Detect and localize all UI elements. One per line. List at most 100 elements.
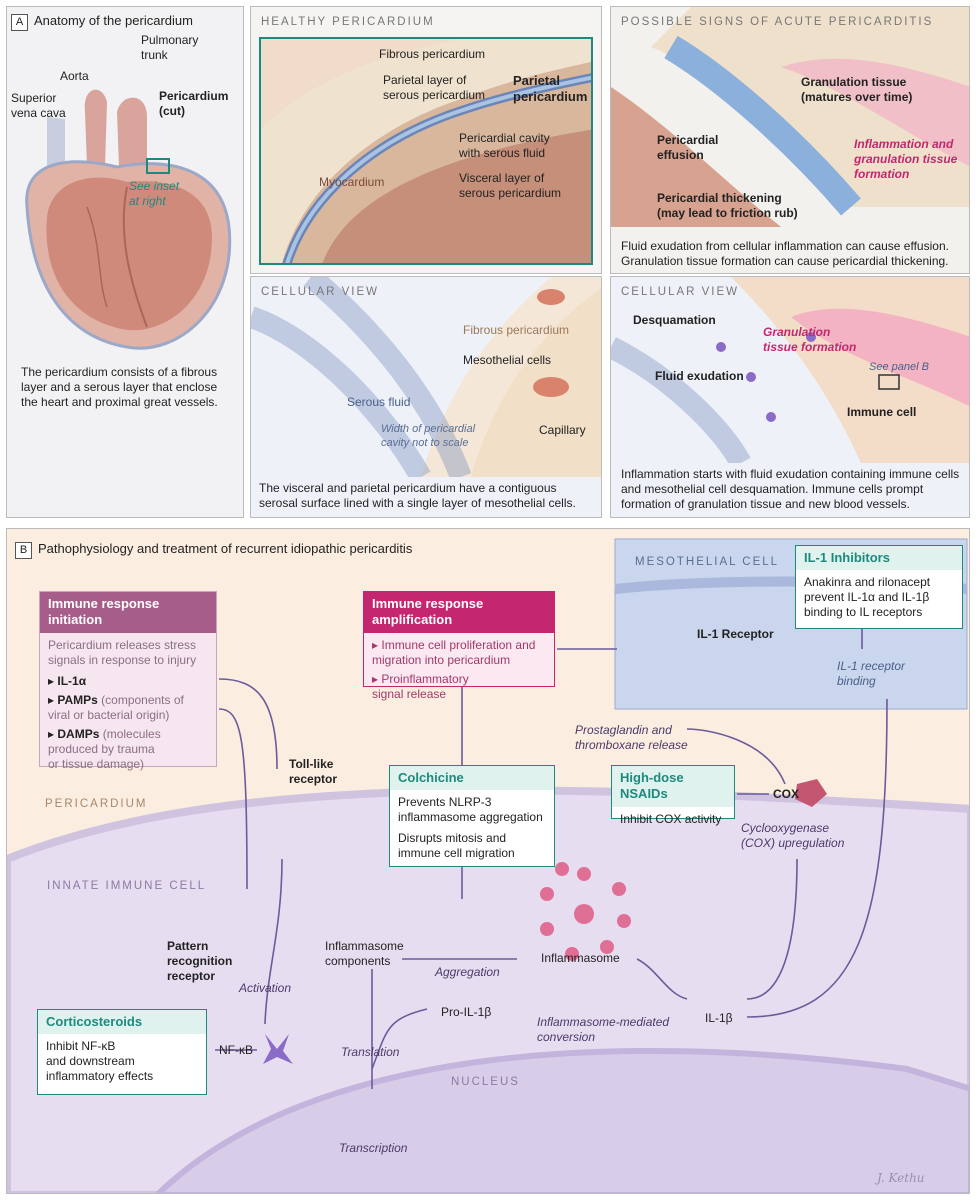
healthy-layers: [261, 39, 591, 263]
cellular-right-title: CELLULAR VIEW: [621, 286, 740, 298]
label-il1b: IL-1β: [705, 1011, 733, 1025]
panel-a: A Anatomy of the pericardium Superior ven…: [6, 6, 244, 518]
label-immune-cell: Immune cell: [847, 405, 917, 419]
corticosteroids-body: Inhibit NF-κB and downstream inflammator…: [46, 1039, 154, 1084]
healthy-title: HEALTHY PERICARDIUM: [261, 16, 435, 28]
label-fibrous-cell: Fibrous pericardium: [463, 323, 570, 337]
panel-letter: B: [15, 542, 32, 559]
label-activation: Activation: [239, 981, 292, 995]
acute-illustration: [611, 7, 969, 227]
initiation-header: Immune response initiation: [40, 592, 216, 633]
label-parietal-serous: Parietal layer of serous pericardium: [383, 73, 486, 102]
label-il1-binding: IL-1 receptor binding: [837, 659, 906, 688]
label-cox-upregulation: Cyclooxygenase (COX) upregulation: [741, 821, 845, 850]
label-transcription: Transcription: [339, 1141, 408, 1155]
label-prostaglandin: Prostaglandin and thromboxane release: [575, 723, 688, 752]
label-cox: COX: [773, 787, 800, 801]
label-nucleus: NUCLEUS: [451, 1076, 520, 1088]
initiation-item-name: DAMPs: [57, 726, 100, 741]
label-serous-fluid: Serous fluid: [347, 395, 411, 409]
label-prr: Pattern recognition receptor: [167, 939, 233, 983]
label-conversion: Inflammasome-mediated conversion: [537, 1015, 670, 1044]
healthy-inset: [259, 37, 593, 265]
cellular-right-caption: Inflammation starts with fluid exudation…: [621, 467, 960, 511]
label-desquamation: Desquamation: [633, 313, 716, 327]
label-innate-immune-cell: INNATE IMMUNE CELL: [47, 880, 207, 892]
panel-b-title: B Pathophysiology and treatment of recurr…: [15, 541, 412, 559]
amplification-item-text: Proinflammatory signal release: [372, 671, 469, 701]
panel-b-illustration: [7, 538, 969, 1193]
nsaids-box: High-dose NSAIDs Inhibit COX activity: [611, 765, 735, 826]
label-effusion: Pericardial effusion: [657, 133, 719, 162]
initiation-box: Immune response initiation Pericardium r…: [39, 591, 217, 771]
label-visceral: Visceral layer of serous pericardium: [459, 171, 562, 200]
panel-healthy: HEALTHY PERICARDIUM Fibrous pericardium …: [250, 6, 602, 274]
label-aorta: Aorta: [60, 69, 89, 83]
label-pericardium-cut: Pericardium (cut): [159, 89, 229, 118]
label-granulation-formation: Granulation tissue formation: [763, 325, 857, 354]
label-il1-receptor: IL-1 Receptor: [697, 627, 774, 641]
amplification-box: Immune response amplification ▸ Immune c…: [363, 591, 555, 701]
colchicine-box: Colchicine Prevents NLRP-3 inflammasome …: [389, 765, 555, 867]
initiation-intro: Pericardium releases stress signals in r…: [48, 637, 197, 667]
label-thickening: Pericardial thickening (may lead to fric…: [657, 191, 798, 220]
cellular-right-illustration: [611, 277, 969, 463]
panel-cellular-left: CELLULAR VIEW Fibrous pericardium Mesoth…: [250, 276, 602, 518]
initiation-item-desc: (components of viral or bacterial origin…: [48, 692, 184, 722]
label-aggregation: Aggregation: [435, 965, 500, 979]
label-nfkb: NF-κB: [219, 1043, 253, 1057]
cellular-left-title: CELLULAR VIEW: [261, 286, 380, 298]
label-fluid-exudation: Fluid exudation: [655, 369, 744, 383]
amplification-item: ▸ Proinflammatory signal release: [372, 671, 469, 701]
panel-acute: POSSIBLE SIGNS OF ACUTE PERICARDITIS Gra…: [610, 6, 970, 274]
panel-cellular-right: CELLULAR VIEW Desquamation Granulation t…: [610, 276, 970, 518]
label-granulation: Granulation tissue (matures over time): [801, 75, 913, 104]
label-myocardium: Myocardium: [319, 175, 385, 189]
label-parietal-group: Parietal pericardium: [513, 73, 588, 105]
label-pro-il1b: Pro-IL-1β: [441, 1005, 492, 1019]
label-width-note: Width of pericardial cavity not to scale: [381, 423, 476, 449]
panel-letter: A: [11, 14, 28, 31]
label-mesothelial-cell: MESOTHELIAL CELL: [635, 556, 780, 568]
label-inflammasome: Inflammasome: [541, 951, 620, 965]
label-inflammasome-components: Inflammasome components: [325, 939, 404, 968]
label-svc: Superior vena cava: [11, 91, 66, 120]
initiation-item-desc: (molecules produced by trauma or tissue …: [48, 726, 161, 771]
initiation-item: ▸ DAMPs (molecules produced by trauma or…: [48, 726, 161, 771]
label-pulmonary-trunk: Pulmonary trunk: [141, 33, 199, 62]
label-fibrous: Fibrous pericardium: [379, 47, 486, 61]
label-pericardium: PERICARDIUM: [45, 798, 148, 810]
amplification-item: ▸ Immune cell proliferation and migratio…: [372, 637, 536, 667]
label-inflammation: Inflammation and granulation tissue form…: [854, 137, 958, 181]
cellular-left-caption: The visceral and parietal pericardium ha…: [259, 481, 576, 510]
colchicine-effect: Prevents NLRP-3 inflammasome aggregation: [398, 795, 543, 825]
label-translation: Translation: [341, 1045, 400, 1059]
corticosteroids-header: Corticosteroids: [38, 1010, 206, 1035]
colchicine-header: Colchicine: [390, 766, 554, 791]
initiation-item: ▸ IL-1α: [48, 673, 87, 688]
artist-signature: J. Kethu: [877, 1171, 925, 1185]
corticosteroids-box: Corticosteroids Inhibit NF-κB and downst…: [37, 1009, 207, 1095]
amplification-header: Immune response amplification: [364, 592, 554, 633]
panel-b: B Pathophysiology and treatment of recurr…: [6, 528, 970, 1194]
initiation-item: ▸ PAMPs (components of viral or bacteria…: [48, 692, 184, 722]
nsaids-header: High-dose NSAIDs: [612, 766, 734, 807]
label-see-inset: See inset at right: [129, 179, 180, 208]
label-mesothelial-cells: Mesothelial cells: [463, 353, 552, 367]
panel-title-text: Anatomy of the pericardium: [34, 13, 193, 28]
il1-inhibitors-header: IL-1 Inhibitors: [796, 546, 962, 571]
il1-inhibitors-box: IL-1 Inhibitors Anakinra and rilonacept …: [795, 545, 963, 629]
heart-illustration: [25, 89, 232, 350]
colchicine-effect: Disrupts mitosis and immune cell migrati…: [398, 831, 515, 861]
panel-title-text: Pathophysiology and treatment of recurre…: [38, 541, 413, 556]
panel-a-caption: The pericardium consists of a fibrous la…: [21, 365, 218, 409]
label-cavity: Pericardial cavity with serous fluid: [459, 131, 550, 160]
nsaids-body: Inhibit COX activity: [620, 811, 722, 826]
initiation-item-name: PAMPs: [57, 692, 98, 707]
label-toll-like-receptor: Toll-like receptor: [289, 757, 338, 786]
acute-title: POSSIBLE SIGNS OF ACUTE PERICARDITIS: [621, 16, 934, 28]
acute-caption: Fluid exudation from cellular inflammati…: [621, 239, 949, 268]
amplification-item-text: Immune cell proliferation and migration …: [372, 637, 536, 667]
cellular-left-illustration: [251, 277, 601, 477]
label-see-panel-b: See panel B: [869, 361, 929, 373]
